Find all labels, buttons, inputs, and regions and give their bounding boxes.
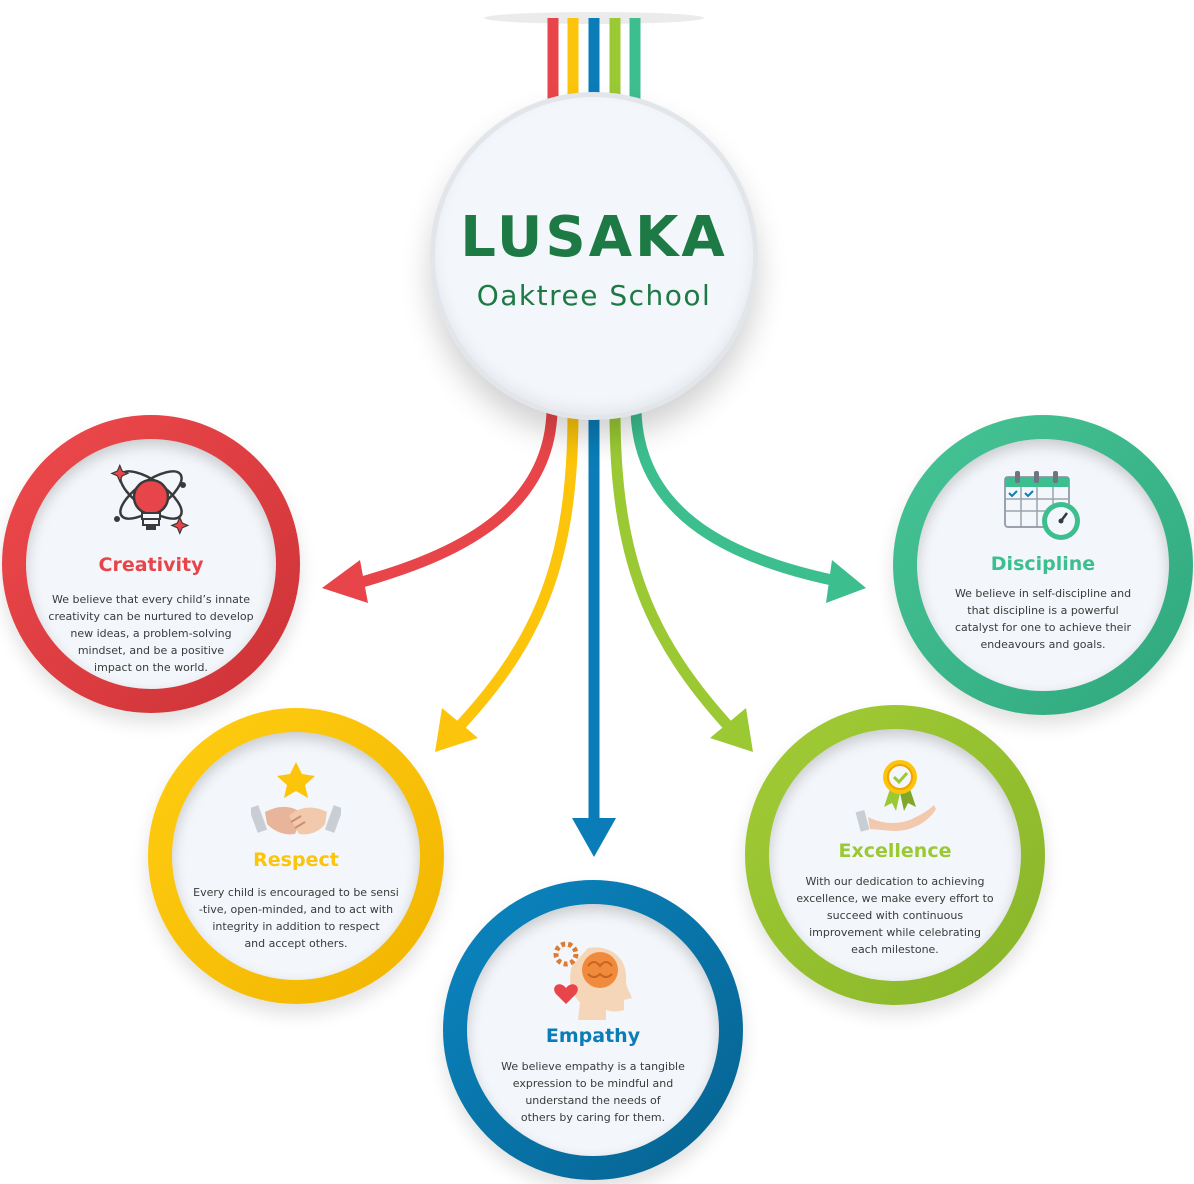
description-line: catalyst for one to achieve their (954, 621, 1132, 634)
value-title: Respect (253, 849, 339, 871)
value-title: Excellence (838, 840, 952, 862)
value-excellence: Excellence With our dedication to achiev… (745, 705, 1045, 1005)
description-line: creativity can be nurtured to develop (48, 610, 254, 623)
description-line: We believe that every child’s innate (52, 593, 250, 606)
calendar-clock-icon (917, 469, 1169, 549)
school-subtitle: Oaktree School (476, 279, 712, 312)
arrow-creativity (353, 411, 558, 590)
description-line: understand the needs of (525, 1094, 661, 1107)
value-description: With our dedication to achieving excelle… (783, 873, 1007, 958)
description-line: endeavours and goals. (980, 638, 1106, 651)
value-description: We believe that every child’s innate cre… (36, 591, 266, 676)
arrowhead-discipline (826, 560, 866, 603)
description-line: We believe empathy is a tangible (501, 1060, 685, 1073)
description-line: mindset, and be a positive (77, 644, 225, 657)
school-name: LUSAKA (460, 205, 728, 270)
value-title: Creativity (98, 554, 204, 576)
value-discipline-panel: Discipline We believe in self-discipline… (917, 439, 1169, 691)
value-description: Every child is encouraged to be sensi -t… (180, 884, 412, 952)
arrow-excellence (609, 411, 735, 732)
arrowhead-empathy (572, 818, 616, 857)
arrowhead-respect (435, 708, 478, 752)
description-line: new ideas, a problem-solving (70, 627, 232, 640)
value-empathy-panel: Empathy We believe empathy is a tangible… (467, 904, 719, 1156)
description-line: improvement while celebrating (809, 926, 981, 939)
description-line: impact on the world. (94, 661, 208, 674)
value-description: We believe empathy is a tangible express… (487, 1058, 699, 1126)
value-creativity: Creativity We believe that every child’s… (2, 415, 300, 713)
value-respect-panel: Respect Every child is encouraged to be … (172, 732, 420, 980)
value-creativity-panel: Creativity We believe that every child’s… (26, 439, 276, 689)
description-line: We believe in self-discipline and (954, 587, 1132, 600)
school-hub: LUSAKA Oaktree School (430, 92, 758, 420)
arrowhead-creativity (322, 560, 368, 603)
description-line: integrity in addition to respect (212, 920, 380, 933)
description-line: excellence, we make every effort to (796, 892, 994, 905)
value-discipline: Discipline We believe in self-discipline… (893, 415, 1193, 715)
description-line: Every child is encouraged to be sensi (193, 886, 399, 899)
description-line: expression to be mindful and (512, 1077, 674, 1090)
description-line: -tive, open-minded, and to act with (198, 903, 394, 916)
head-brain-heart-icon (467, 936, 719, 1024)
lightbulb-atom-icon (26, 459, 276, 547)
value-description: We believe in self-discipline and that d… (933, 585, 1153, 653)
arrowhead-excellence (710, 708, 753, 752)
value-empathy: Empathy We believe empathy is a tangible… (443, 880, 743, 1180)
value-excellence-panel: Excellence With our dedication to achiev… (769, 729, 1021, 981)
description-line: others by caring for them. (520, 1111, 666, 1124)
description-line: that discipline is a powerful (967, 604, 1119, 617)
arrow-respect (453, 411, 579, 732)
award-hand-icon (769, 753, 1021, 841)
handshake-star-icon (172, 760, 420, 848)
description-line: each milestone. (851, 943, 939, 956)
description-line: With our dedication to achieving (805, 875, 985, 888)
value-title: Discipline (990, 553, 1096, 575)
description-line: and accept others. (244, 937, 348, 950)
value-title: Empathy (545, 1025, 641, 1047)
description-line: succeed with continuous (826, 909, 964, 922)
value-respect: Respect Every child is encouraged to be … (148, 708, 444, 1004)
arrow-discipline (630, 411, 834, 586)
